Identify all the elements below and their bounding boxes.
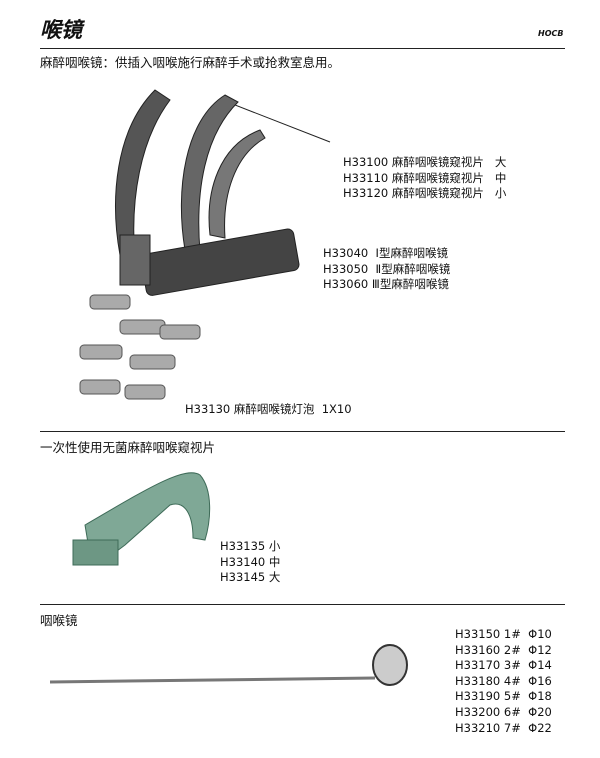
laryngoscope-image	[79, 89, 300, 400]
disposable-item: H33135 小	[220, 539, 281, 553]
divider	[40, 48, 565, 49]
divider	[40, 604, 565, 605]
throat-mirror-image	[49, 644, 408, 686]
mirror-list: H33150 1# Φ10 H33160 2# Φ12 H33170 3# Φ1…	[455, 627, 552, 736]
divider	[40, 431, 565, 432]
mirror-item: H33160 2# Φ12	[455, 642, 552, 657]
disposable-item: H33145 大	[220, 570, 281, 585]
leader-line	[235, 104, 331, 143]
bulb-item: H33130 麻醉咽喉镜灯泡 1X10	[185, 402, 352, 416]
mirror-item: H33150 1# Φ10	[455, 627, 552, 641]
mirror-item: H33210 7# Φ22	[455, 720, 552, 735]
blade-item: H33110 麻醉咽喉镜窥视片 中	[343, 170, 507, 185]
laryngoscope-item: H33050 Ⅱ型麻醉咽喉镜	[323, 261, 451, 276]
catalog-code: HOCB	[538, 29, 564, 38]
section-title-mirror: 咽喉镜	[40, 613, 78, 628]
blade-list: H33100 麻醉咽喉镜窥视片 大 H33110 麻醉咽喉镜窥视片 中 H331…	[343, 155, 506, 202]
blade-item: H33120 麻醉咽喉镜窥视片 小	[343, 186, 507, 201]
disposable-list: H33135 小 H33140 中 H33145 大	[220, 539, 280, 586]
intro-text: 麻醉咽喉镜：供插入咽喉施行麻醉手术或抢救室息用。	[40, 55, 341, 70]
mirror-item: H33190 5# Φ18	[455, 689, 552, 704]
laryngoscope-item: H33060 Ⅲ型麻醉咽喉镜	[323, 277, 449, 292]
section-title-disposable: 一次性使用无菌麻醉咽喉窥视片	[40, 440, 216, 455]
disposable-item: H33140 中	[220, 554, 281, 569]
disposable-blade-image	[72, 472, 211, 566]
laryngoscope-item: H33040 Ⅰ型麻醉咽喉镜	[323, 246, 448, 260]
mirror-item: H33170 3# Φ14	[455, 658, 552, 673]
laryngoscope-list: H33040 Ⅰ型麻醉咽喉镜 H33050 Ⅱ型麻醉咽喉镜 H33060 Ⅲ型麻…	[323, 246, 450, 293]
page-title: 喉镜	[40, 18, 82, 42]
mirror-item: H33200 6# Φ20	[455, 704, 552, 719]
mirror-item: H33180 4# Φ16	[455, 673, 552, 688]
blade-item: H33100 麻醉咽喉镜窥视片 大	[343, 155, 507, 169]
